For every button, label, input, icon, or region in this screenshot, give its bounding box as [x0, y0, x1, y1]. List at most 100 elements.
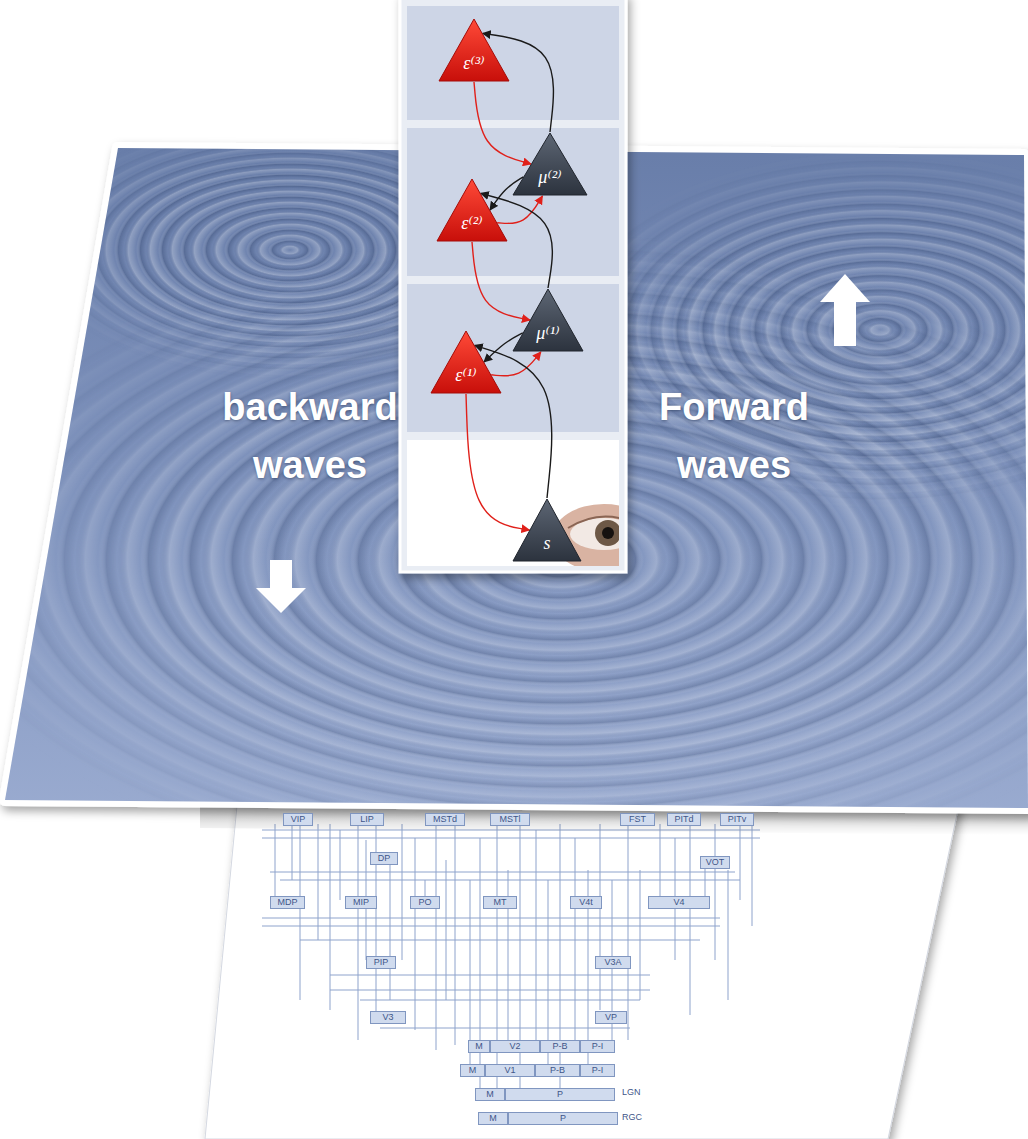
area-name: FST	[624, 814, 651, 825]
area-name: P-I	[584, 1065, 611, 1076]
area-name: PO	[414, 897, 436, 908]
error-unit: ε⁽²⁾	[436, 178, 508, 242]
wave-label: backward waves	[210, 378, 410, 494]
area-name: V4	[652, 897, 706, 908]
area-box: P-I	[580, 1064, 615, 1077]
area-box: LIP	[350, 813, 384, 826]
wave-label: Forward waves	[634, 378, 834, 494]
triangle-outline	[439, 19, 509, 81]
area-name: P-B	[544, 1041, 576, 1052]
level-band	[407, 284, 619, 432]
unit-symbol: μ⁽¹⁾	[512, 321, 584, 345]
area-box: M	[478, 1112, 508, 1125]
area-name: P-I	[584, 1041, 611, 1052]
area-name: M	[464, 1065, 481, 1076]
area-box: P	[505, 1088, 615, 1101]
area-name: MDP	[274, 897, 301, 908]
area-name: MSTd	[429, 814, 461, 825]
area-name: M	[472, 1041, 486, 1052]
error-unit: ε⁽³⁾	[438, 18, 510, 82]
error-connection	[474, 82, 531, 164]
arrow-shaft	[270, 560, 292, 590]
area-box: P-B	[540, 1040, 580, 1053]
area-box: MIP	[345, 896, 377, 909]
triangle-outline	[437, 179, 507, 241]
area-box: P	[508, 1112, 618, 1125]
area-box: P-B	[535, 1064, 580, 1077]
error-connection	[472, 242, 530, 320]
area-box: PIP	[366, 956, 396, 969]
area-box: V2	[490, 1040, 540, 1053]
error-connection	[466, 394, 530, 530]
area-name: V4t	[574, 897, 598, 908]
area-box: MDP	[270, 896, 305, 909]
area-box: V1	[485, 1064, 535, 1077]
area-box: V4t	[570, 896, 602, 909]
area-name: PIP	[370, 957, 392, 968]
area-name: VIP	[287, 814, 309, 825]
area-name: P	[512, 1113, 614, 1124]
area-box: PITd	[667, 813, 701, 826]
error-connection	[491, 352, 541, 376]
state-unit: μ⁽¹⁾	[512, 288, 584, 352]
state-unit: μ⁽²⁾	[512, 132, 588, 196]
state-unit: s	[512, 498, 582, 562]
area-name: M	[482, 1113, 504, 1124]
area-name: MSTl	[494, 814, 526, 825]
area-box: VOT	[700, 856, 730, 869]
unit-symbol: s	[512, 531, 582, 555]
unit-symbol: μ⁽²⁾	[512, 165, 588, 189]
area-name: V1	[489, 1065, 531, 1076]
area-label: LGN	[620, 1087, 643, 1098]
triangle-outline	[513, 133, 587, 195]
area-box: FST	[620, 813, 655, 826]
eye-iris	[595, 520, 619, 546]
arrow-head	[820, 274, 870, 302]
area-box: DP	[370, 852, 398, 865]
ripple-water	[0, 120, 1028, 890]
area-box: MT	[483, 896, 517, 909]
ripple	[560, 150, 1028, 510]
area-box: PO	[410, 896, 440, 909]
area-name: VP	[599, 1012, 623, 1023]
area-box: V4	[648, 896, 710, 909]
area-box: MSTl	[490, 813, 530, 826]
area-name: PITv	[724, 814, 750, 825]
area-box: PITv	[720, 813, 754, 826]
prediction-connection	[483, 33, 554, 132]
area-label: RGC	[620, 1112, 644, 1123]
area-name: M	[479, 1089, 501, 1100]
area-box: VIP	[283, 813, 313, 826]
area-name: V3	[374, 1012, 402, 1023]
wiring	[262, 824, 760, 1100]
unit-symbol: ε⁽³⁾	[438, 51, 510, 75]
triangle-outline	[431, 331, 501, 393]
arrow-shaft	[834, 300, 856, 346]
level-band	[407, 128, 619, 276]
unit-symbol: ε⁽²⁾	[436, 211, 508, 235]
connectors	[466, 33, 553, 530]
area-box: V3	[370, 1011, 406, 1024]
area-name: DP	[374, 853, 394, 864]
strip	[400, 0, 626, 572]
area-box: VP	[595, 1011, 627, 1024]
area-name: V2	[494, 1041, 536, 1052]
eye-pupil	[602, 527, 614, 539]
area-box: M	[468, 1040, 490, 1053]
triangle-outline	[513, 289, 583, 351]
triangle-outline	[513, 499, 581, 561]
wave-arrows	[256, 274, 870, 613]
area-name: P-B	[539, 1065, 576, 1076]
level-band	[407, 6, 619, 120]
area-box: M	[460, 1064, 485, 1077]
hierarchy-sheet	[205, 795, 960, 1139]
unit-symbol: ε⁽¹⁾	[430, 363, 502, 387]
area-name: P	[509, 1089, 611, 1100]
area-name: LIP	[354, 814, 380, 825]
area-name: MIP	[349, 897, 373, 908]
area-name: MT	[487, 897, 513, 908]
area-box: M	[475, 1088, 505, 1101]
